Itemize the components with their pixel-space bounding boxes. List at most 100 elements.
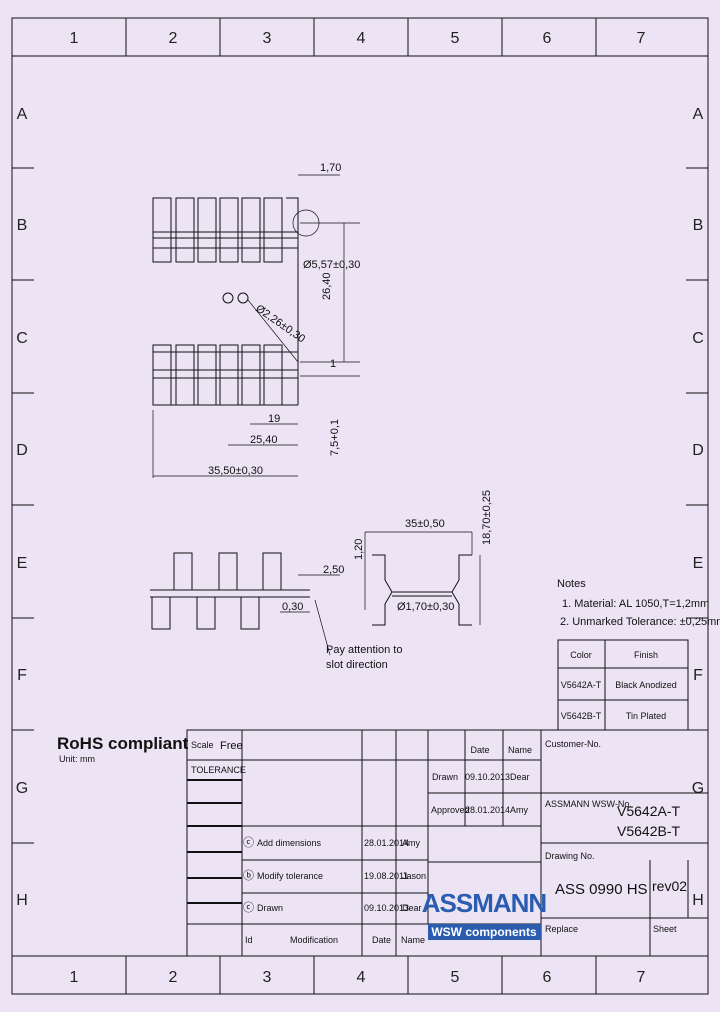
rev-header-date: Date [372,935,391,945]
dim-label: 26,40 [321,272,333,300]
finish-part: V5642A-T [561,680,602,690]
col-label: 2 [169,969,178,986]
sheet-label: Sheet [653,924,677,934]
drawn-date: 09.10.2013 [465,772,510,782]
col-label: 6 [543,30,552,47]
bottom-column-ticks [125,956,597,994]
outer-frame [11,17,709,995]
rev-name: Jason [402,871,426,881]
row-label: A [17,106,28,123]
col-label: 6 [543,969,552,986]
col-label: 3 [263,30,272,47]
row-label: H [692,892,704,909]
dim-label: 18,70±0,25 [481,490,493,545]
approved-date: 28.01.2014 [465,805,510,815]
row-label: G [692,780,704,797]
dim-label: 1 [330,358,336,370]
col-label: 5 [451,30,460,47]
dim-label: 2,50 [323,564,344,576]
row-label: E [17,555,28,572]
assmann-logo: ASSMANN WSW components [422,861,547,940]
notes-line: 2. Unmarked Tolerance: ±0,25mm [560,616,720,628]
part-b: V5642B-T [617,823,680,839]
scale-value: Free [220,740,243,752]
col-label: 4 [357,30,366,47]
dim-label: 35,50±0,30 [208,465,263,477]
revision: rev02 [652,878,687,894]
approved-label: Approved [431,805,470,815]
dim-label: 0,30 [282,601,303,613]
date-header: Date [470,745,489,755]
logo-main: ASSMANN [422,888,547,918]
drawn-name: Dear [510,772,530,782]
dim-label: 1,20 [353,539,365,560]
name-header: Name [508,745,532,755]
finish-value: Tin Plated [626,711,666,721]
finish-part: V5642B-T [561,711,602,721]
finish-header-color: Color [570,650,592,660]
dim-label: 1,70 [320,162,341,174]
top-column-ticks [125,18,597,56]
rev-mark: ⓑ [243,869,254,882]
rev-date: 19.08.2011 [364,871,408,881]
dim-label: Ø1,70±0,30 [397,601,454,613]
dim-label: Ø5,57±0,30 [303,259,360,271]
row-labels-right: A B C D E F G H [692,106,704,909]
row-label: C [16,330,28,347]
rev-header-mod: Modification [290,935,338,945]
row-label: D [692,442,704,459]
approved-name: Amy [510,805,529,815]
replace-label: Replace [545,924,578,934]
drawing-no-label: Drawing No. [545,851,595,861]
rev-name: Dear [402,903,422,913]
side-view-drawing [150,552,340,656]
logo-sub: WSW components [431,925,537,939]
rev-header-id: Id [245,935,253,945]
rev-mark: ⓒ [243,836,254,849]
notes-line: 1. Material: AL 1050,T=1,2mm [562,598,709,610]
dim-label: 25,40 [250,434,278,446]
row-label: C [692,330,704,347]
finish-table [557,639,689,731]
assmann-no-label: ASSMANN WSW-No. [545,799,632,809]
row-label: H [16,892,28,909]
scale-label: Scale [191,740,214,750]
title-block [186,729,709,957]
finish-value: Black Anodized [615,680,677,690]
notes-title: Notes [557,578,586,590]
row-label: E [693,555,704,572]
rev-text: Add dimensions [257,838,322,848]
callout-text: slot direction [326,659,388,671]
rev-text: Drawn [257,903,283,913]
tolerance-label: TOLERANCE [191,765,246,775]
column-labels-top: 1 2 3 4 5 6 7 [70,30,646,47]
dim-label: 7,5+0,1 [329,419,341,456]
row-labels-left: A B C D E F G H [16,106,28,909]
end-view-drawing [364,531,481,626]
rev-mark: ⓒ [243,901,254,914]
callout-text: Pay attention to [326,644,402,656]
col-label: 1 [70,30,79,47]
rohs-title: RoHS compliant [57,734,189,753]
drawn-label: Drawn [432,772,458,782]
col-label: 2 [169,30,178,47]
top-view-drawing [152,174,360,478]
row-label: B [693,217,704,234]
row-label: F [17,667,27,684]
rohs-sub: Unit: mm [59,754,95,764]
row-label: A [693,106,704,123]
rev-date: 09.10.2013 [364,903,409,913]
col-label: 7 [637,30,646,47]
inner-frame [11,55,709,957]
col-label: 7 [637,969,646,986]
row-label: B [17,217,28,234]
col-label: 5 [451,969,460,986]
drawing-no: ASS 0990 HS [555,881,648,898]
col-label: 4 [357,969,366,986]
rev-name: Amy [402,838,421,848]
dim-label: Ø2,26±0,30 [253,303,307,346]
part-a: V5642A-T [617,803,680,819]
col-label: 1 [70,969,79,986]
col-label: 3 [263,969,272,986]
